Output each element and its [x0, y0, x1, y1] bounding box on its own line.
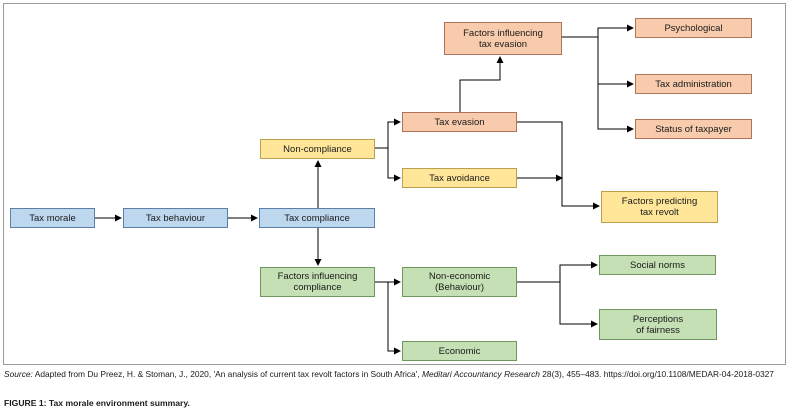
figure-caption: FIGURE 1: Tax morale environment summary…	[4, 398, 190, 408]
node-psychological: Psychological	[635, 18, 752, 38]
diagram-frame	[3, 3, 786, 365]
node-status-of-taxpayer: Status of taxpayer	[635, 119, 752, 139]
arrow-noncompliance-to-evasion	[375, 118, 401, 149]
source-journal: Meditari Accountancy Research	[421, 369, 540, 379]
source-text-1: Adapted from Du Preez, H. & Stoman, J., …	[32, 369, 422, 379]
connector-lines	[95, 24, 634, 355]
node-tax-compliance: Tax compliance	[259, 208, 375, 228]
arrow-noneconomic-to-fairness	[559, 282, 598, 328]
node-tax-avoidance: Tax avoidance	[402, 168, 517, 188]
node-factors-influencing-tax-evasion: Factors influencing tax evasion	[444, 22, 562, 55]
source-text-2: 28(3), 455–483. https://doi.org/10.1108/…	[539, 369, 774, 379]
node-non-compliance: Non-compliance	[260, 139, 375, 159]
node-non-economic: Non-economic (Behaviour)	[402, 267, 517, 297]
arrow-factors-compliance-to-economic	[387, 282, 401, 355]
source-label: Source:	[4, 369, 33, 379]
node-tax-evasion: Tax evasion	[402, 112, 517, 132]
node-tax-behaviour: Tax behaviour	[123, 208, 228, 228]
node-tax-administration: Tax administration	[635, 74, 752, 94]
arrow-noncompliance-to-avoidance	[387, 148, 401, 182]
arrow-evasion-to-revolt	[517, 121, 600, 210]
arrow-factors-evasion-to-administration	[597, 28, 634, 88]
node-economic: Economic	[402, 341, 517, 361]
source-note: Source: Adapted from Du Preez, H. & Stom…	[4, 369, 786, 380]
node-perceptions-of-fairness: Perceptions of fairness	[599, 309, 717, 340]
node-factors-predicting-tax-revolt: Factors predicting tax revolt	[601, 191, 718, 223]
node-tax-morale: Tax morale	[10, 208, 95, 228]
arrow-factors-evasion-to-status	[597, 84, 634, 133]
arrow-noneconomic-to-social	[517, 261, 598, 283]
node-social-norms: Social norms	[599, 255, 716, 275]
node-factors-influencing-compliance: Factors influencing compliance	[260, 267, 375, 297]
arrow-evasion-to-factors-evasion	[459, 56, 504, 112]
